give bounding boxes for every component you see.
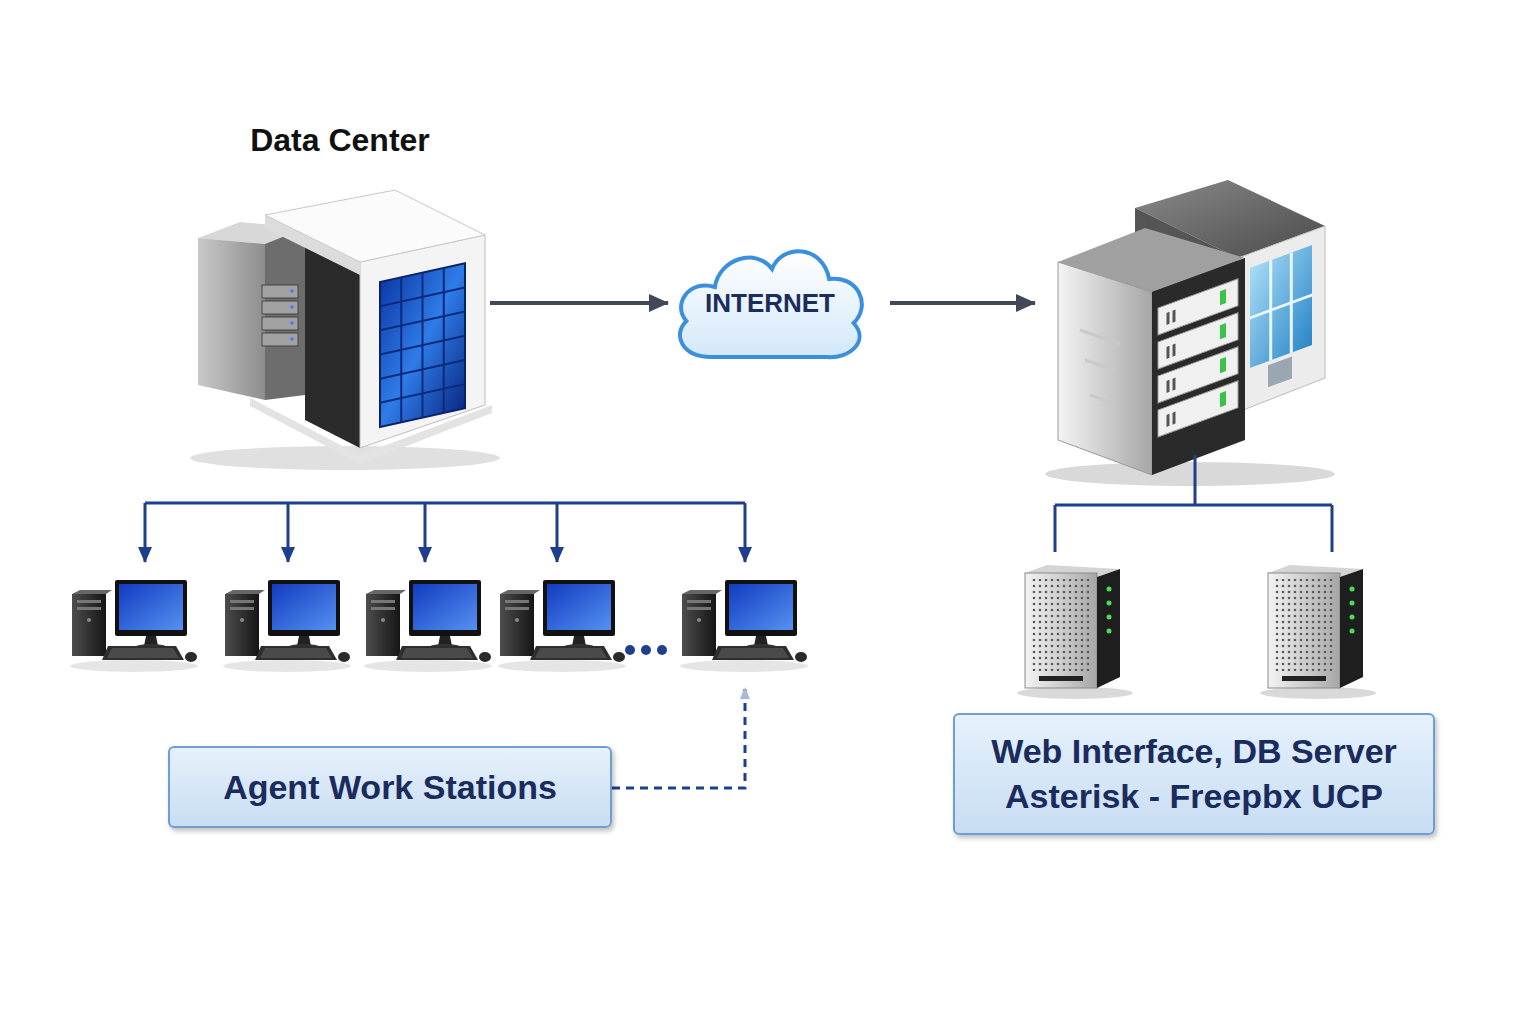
agent-stations-box: Agent Work Stations — [168, 746, 612, 828]
data-center-building — [262, 333, 298, 346]
server-info-box: Web Interface, DB Server Asterisk - Free… — [953, 713, 1435, 835]
server-building — [1250, 245, 1312, 368]
data-center-building — [290, 289, 294, 293]
distribution-bracket — [145, 502, 745, 505]
server-building — [1250, 245, 1312, 394]
data-center-building — [290, 305, 294, 309]
node-text: Data Center — [250, 118, 430, 162]
data-center-building — [250, 398, 492, 464]
server-bracket — [1055, 455, 1332, 552]
pointer-line — [612, 688, 745, 788]
internet-cloud: INTERNET — [668, 235, 872, 371]
server-building — [1045, 180, 1335, 486]
data-center-building — [290, 337, 294, 341]
connector-arrow — [490, 301, 668, 305]
distribution-bracket — [287, 503, 290, 562]
data-center-building — [380, 263, 465, 427]
node-text: Web Interface, DB Server Asterisk - Free… — [975, 729, 1413, 819]
distribution-bracket — [556, 503, 559, 562]
internet-arrow — [890, 301, 1035, 305]
node-text: INTERNET — [705, 288, 835, 318]
data-center-node: Data Center — [190, 118, 490, 458]
workstations — [364, 580, 492, 672]
server-building — [1045, 462, 1335, 486]
data-center-building — [198, 238, 265, 400]
data-center-building — [265, 190, 485, 262]
server-building — [1158, 279, 1238, 437]
servers — [1017, 565, 1376, 699]
server-building — [1268, 356, 1292, 387]
workstations — [498, 580, 626, 672]
data-center-building — [190, 190, 500, 470]
data-center-building — [262, 285, 298, 298]
pointer-line — [612, 688, 745, 788]
ellipsis-dots — [625, 645, 635, 655]
server-building — [1152, 258, 1245, 475]
workstations — [70, 580, 808, 672]
data-center-building — [262, 301, 298, 314]
workstations — [680, 580, 808, 672]
data-center-building — [380, 263, 465, 427]
server-building — [1220, 391, 1226, 407]
workstations — [223, 580, 351, 672]
server-building — [1058, 262, 1152, 475]
servers — [1017, 565, 1133, 699]
ellipsis-dots — [641, 645, 651, 655]
server-bracket — [1055, 455, 1332, 552]
data-center-building — [380, 263, 465, 427]
ellipsis-dots — [657, 645, 667, 655]
distribution-bracket — [144, 503, 147, 562]
server-building — [1158, 381, 1238, 437]
node-text: Agent Work Stations — [223, 767, 557, 807]
server-building — [1080, 330, 1120, 404]
data-center-building — [290, 321, 294, 325]
ellipsis-dots — [625, 645, 667, 655]
servers — [1260, 565, 1376, 699]
distribution-bracket — [424, 503, 427, 562]
distribution-bracket — [744, 503, 747, 562]
workstations — [70, 580, 198, 672]
server-building — [1238, 226, 1325, 412]
server-building — [1168, 310, 1174, 426]
data-center-building — [262, 317, 298, 330]
server-building — [1220, 323, 1226, 339]
distribution-bracket — [145, 503, 745, 562]
cloud-outline — [680, 251, 862, 357]
data-center-building — [305, 240, 360, 448]
server-building — [1220, 289, 1226, 305]
internet-arrow — [890, 303, 1035, 304]
server-building — [1220, 357, 1226, 373]
server-building — [1250, 245, 1312, 368]
